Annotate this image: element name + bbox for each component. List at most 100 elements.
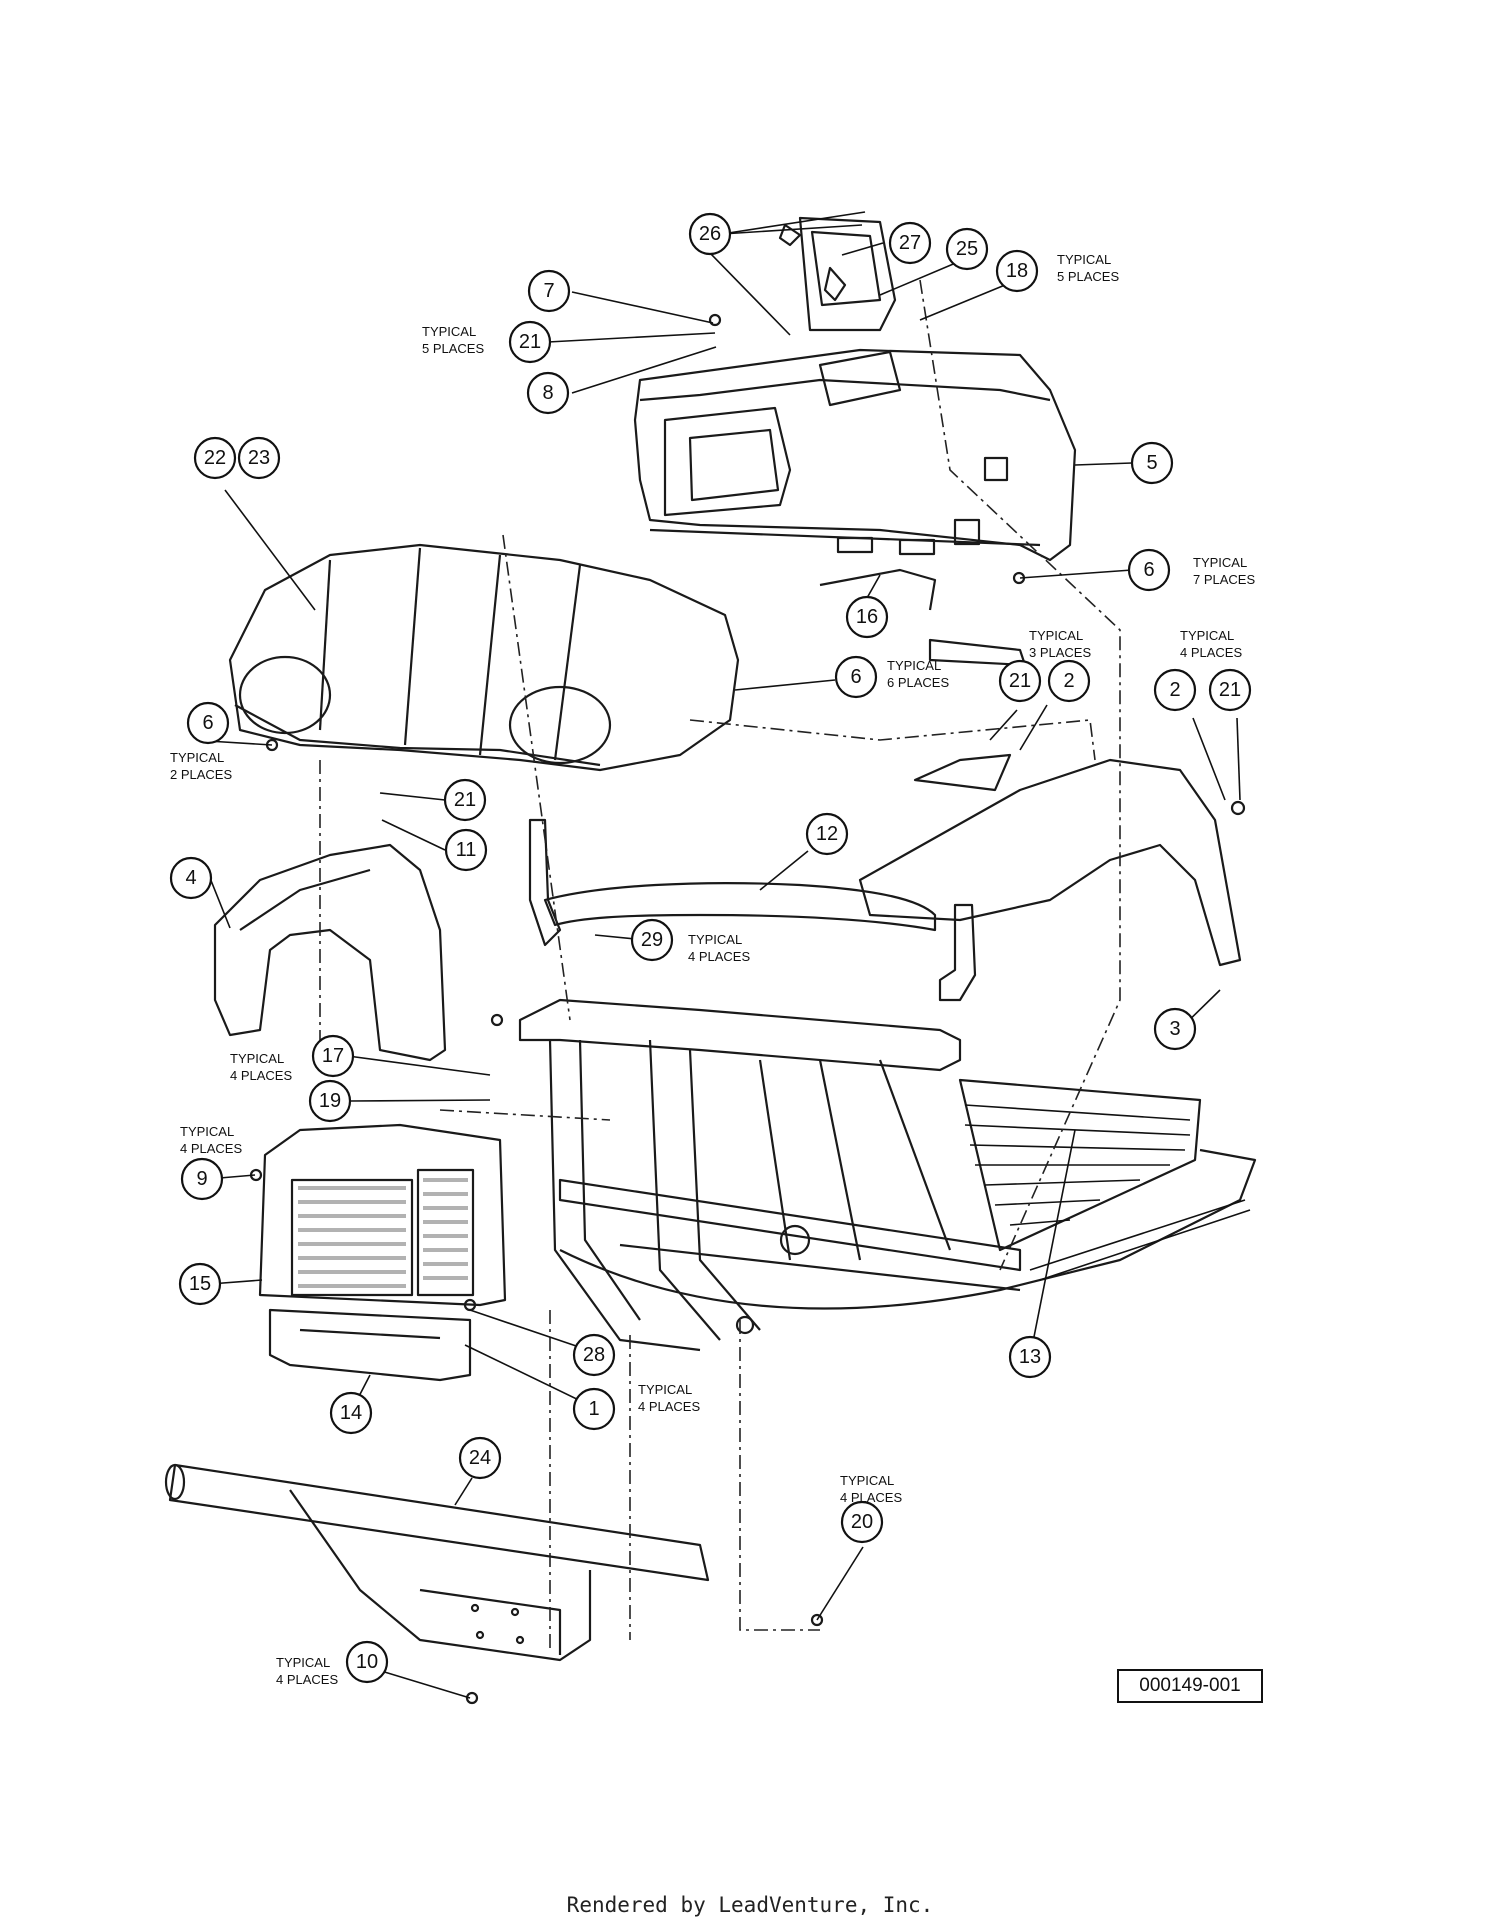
front-grille: [258, 1123, 507, 1307]
callout-number: 19: [319, 1090, 341, 1112]
note-three-l2: 3 PLACES: [1029, 645, 1091, 660]
note-two-l1: TYPICAL: [170, 750, 224, 765]
callout-number: 9: [196, 1168, 207, 1190]
callout-circle: [834, 655, 878, 699]
note-two-l2: 2 PLACES: [170, 767, 232, 782]
callout-circle: [845, 595, 889, 639]
callout-6: 6: [1127, 548, 1171, 592]
callout-number: 5: [1146, 452, 1157, 474]
note-9-l2: 4 PLACES: [180, 1141, 242, 1156]
callout-circle: [178, 1262, 222, 1306]
callout-number: 26: [699, 223, 721, 245]
callout-number: 28: [583, 1344, 605, 1366]
callout-number: 27: [899, 232, 921, 254]
callout-circle: [237, 436, 281, 480]
callout-25: 25: [945, 227, 989, 271]
note-17-l1: TYPICAL: [230, 1051, 284, 1066]
callout-circle: [526, 371, 570, 415]
callout-2: 2: [1153, 668, 1197, 712]
callout-27: 27: [888, 221, 932, 265]
callout-circle: [1208, 668, 1252, 712]
callout-number: 17: [322, 1045, 344, 1067]
grille-mesh: [298, 1178, 468, 1288]
callout-5: 5: [1130, 441, 1174, 485]
callout-number: 13: [1019, 1346, 1041, 1368]
callout-21: 21: [1208, 668, 1252, 712]
note-left-l1: TYPICAL: [422, 324, 476, 339]
note-four-l1: TYPICAL: [1180, 628, 1234, 643]
note-right6-l1: TYPICAL: [1193, 555, 1247, 570]
callout-6: 6: [834, 655, 878, 699]
callout-number: 18: [1006, 260, 1028, 282]
callout-number: 14: [340, 1402, 362, 1424]
callout-circle: [311, 1034, 355, 1078]
callout-1: 1: [572, 1387, 616, 1431]
callout-number: 10: [356, 1651, 378, 1673]
callout-circle: [1127, 548, 1171, 592]
note-9-l1: TYPICAL: [180, 1124, 234, 1139]
note-top-l2: 5 PLACES: [1057, 269, 1119, 284]
note-three-l1: TYPICAL: [1029, 628, 1083, 643]
callout-circle: [1047, 659, 1091, 703]
note-29-l1: TYPICAL: [688, 932, 742, 947]
note-10-l1: TYPICAL: [276, 1655, 330, 1670]
callout-21: 21: [508, 320, 552, 364]
callout-number: 6: [202, 712, 213, 734]
note-frame-l1: TYPICAL: [638, 1382, 692, 1397]
callout-circle: [444, 828, 488, 872]
callout-number: 4: [185, 867, 196, 889]
chassis-frame: [518, 998, 1257, 1352]
front-cowl: [228, 543, 740, 772]
front-bumper: [164, 1463, 710, 1662]
callout-7: 7: [527, 269, 571, 313]
callout-22: 22: [193, 436, 237, 480]
callout-29: 29: [630, 918, 674, 962]
assembly-lines: [319, 279, 1121, 1650]
callout-number: 3: [1169, 1018, 1180, 1040]
footer-credit: Rendered by LeadVenture, Inc.: [566, 1893, 934, 1917]
callout-circle: [630, 918, 674, 962]
callout-11: 11: [444, 828, 488, 872]
callout-26: 26: [688, 212, 732, 256]
callout-number: 6: [850, 666, 861, 688]
callout-circle: [193, 436, 237, 480]
callout-circle: [180, 1157, 224, 1201]
typical-notes: TYPICAL 5 PLACES TYPICAL 5 PLACES TYPICA…: [170, 252, 1255, 1687]
callout-16: 16: [845, 595, 889, 639]
callout-number: 20: [851, 1511, 873, 1533]
callout-number: 21: [1219, 679, 1241, 701]
callout-number: 2: [1063, 670, 1074, 692]
note-20-l2: 4 PLACES: [840, 1490, 902, 1505]
callout-13: 13: [1008, 1335, 1052, 1379]
note-top-l1: TYPICAL: [1057, 252, 1111, 267]
callout-20: 20: [840, 1500, 884, 1544]
callout-number: 16: [856, 606, 878, 628]
mount-bar: [528, 818, 977, 1002]
drawing-reference-number: 000149-001: [1117, 1669, 1263, 1703]
callout-number: 22: [204, 447, 226, 469]
callout-18: 18: [995, 249, 1039, 293]
callout-number: 21: [1009, 670, 1031, 692]
callout-circle: [995, 249, 1039, 293]
callout-number: 21: [454, 789, 476, 811]
callout-number: 7: [543, 280, 554, 302]
callout-21: 21: [443, 778, 487, 822]
callout-circle: [805, 812, 849, 856]
callout-17: 17: [311, 1034, 355, 1078]
callout-circle: [329, 1391, 373, 1435]
callout-leaders: [207, 211, 1241, 1699]
callout-19: 19: [308, 1079, 352, 1123]
callout-circle: [688, 212, 732, 256]
callout-circle: [169, 856, 213, 900]
callout-number: 2: [1169, 679, 1180, 701]
callout-circle: [308, 1079, 352, 1123]
callout-circle: [888, 221, 932, 265]
callout-number: 24: [469, 1447, 491, 1469]
note-29-l2: 4 PLACES: [688, 949, 750, 964]
callout-3: 3: [1153, 1007, 1197, 1051]
note-right6-l2: 7 PLACES: [1193, 572, 1255, 587]
callout-4: 4: [169, 856, 213, 900]
callout-circle: [998, 659, 1042, 703]
right-fender: [858, 753, 1242, 967]
callout-circle: [1130, 441, 1174, 485]
